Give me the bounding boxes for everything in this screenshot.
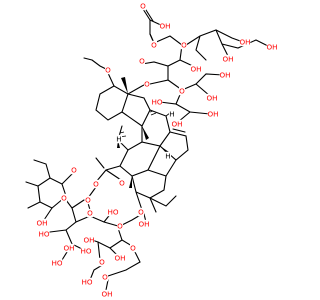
oxygen-atom-label: OH	[219, 71, 230, 80]
oxygen-atom-label: HO	[107, 208, 118, 217]
atom-label-bg	[222, 54, 234, 64]
atom-label-bg	[151, 97, 163, 107]
hydrogen-atom-label: H	[169, 110, 174, 119]
oxygen-atom-label: O	[71, 166, 77, 175]
atom-label-bg	[38, 229, 50, 239]
atom-label-bg	[60, 193, 68, 203]
atom-label-bg	[206, 93, 218, 103]
oxygen-atom-label: HO	[81, 278, 92, 287]
atom-label-bg	[150, 40, 158, 50]
oxygen-atom-label: OH	[138, 220, 149, 229]
oxygen-atom-label: O	[85, 196, 91, 205]
atom-label-bg	[84, 195, 92, 205]
oxygen-atom-label: OH	[83, 236, 94, 245]
atom-label-bg	[80, 246, 92, 256]
atom-label-bg	[139, 1, 147, 11]
atom-label-bg	[36, 218, 48, 228]
oxygen-atom-label: HO	[38, 230, 49, 239]
atom-label-bg	[178, 86, 186, 96]
atom-label-bg	[83, 235, 95, 245]
atom-label-bg	[116, 221, 124, 231]
atom-label-bg	[115, 134, 123, 144]
oxygen-atom-label: OH	[222, 55, 233, 64]
oxygen-atom-label: OH	[206, 94, 217, 103]
oxygen-atom-label: O	[93, 180, 99, 189]
atom-label-bg	[137, 207, 145, 217]
oxygen-atom-label: OH	[266, 43, 277, 52]
atom-label-bg	[138, 219, 150, 229]
hydrogen-atom-label: H	[116, 135, 121, 144]
oxygen-atom-label: O	[151, 41, 157, 50]
atom-label-bg	[63, 243, 75, 253]
atom-label-bg	[101, 289, 113, 299]
oxygen-atom-label: OH	[63, 244, 74, 253]
hydrogen-atom-label: H	[165, 152, 170, 161]
oxygen-atom-label: OH	[114, 254, 125, 263]
atom-label-bg	[51, 258, 63, 268]
atom-label-bg	[266, 42, 278, 52]
oxygen-atom-label: HO	[80, 247, 91, 256]
oxygen-atom-label: OH	[159, 22, 170, 31]
atom-label-bg	[180, 40, 188, 50]
oxygen-atom-label: O	[102, 273, 108, 282]
oxygen-atom-label: O	[61, 194, 67, 203]
atom-label-bg	[219, 70, 231, 80]
oxygen-atom-label: OH	[171, 120, 182, 129]
oxygen-atom-label: O	[99, 258, 105, 267]
oxygen-atom-label: O	[130, 244, 136, 253]
atom-label-bg	[168, 109, 176, 119]
stereo-bonds	[117, 77, 171, 188]
atom-label-bg	[101, 272, 109, 282]
atom-label-bg	[81, 277, 93, 287]
atom-label-bg	[114, 253, 126, 263]
atom-label-bg	[190, 64, 202, 74]
oxygen-atom-label: OH	[207, 110, 218, 119]
atom-label-bg	[143, 79, 151, 89]
oxygen-atom-label: OH	[239, 38, 250, 47]
atom-label-bg	[159, 21, 171, 31]
atom-label-bg	[86, 208, 94, 218]
oxygen-atom-label: HO	[51, 259, 62, 268]
oxygen-atom-label: OH	[36, 219, 47, 228]
oxygen-atom-label: O	[144, 80, 150, 89]
atom-label-bg	[239, 37, 251, 47]
oxygen-atom-label: O	[87, 209, 93, 218]
oxygen-atom-label: O	[181, 41, 187, 50]
atom-label-bg	[129, 243, 137, 253]
oxygen-atom-label: O	[117, 222, 123, 231]
oxygen-atom-label: O	[105, 66, 111, 75]
oxygen-atom-label: O	[138, 208, 144, 217]
oxygen-atom-label: O	[119, 179, 125, 188]
atom-label-bg	[92, 179, 100, 189]
oxygen-atom-label: HO	[151, 98, 162, 107]
atom-label-bg	[138, 56, 146, 66]
atom-label-bg	[70, 165, 78, 175]
atom-label-bg	[164, 151, 172, 161]
atom-label-bg	[207, 109, 219, 119]
atom-label-bg	[171, 119, 183, 129]
oxygen-atom-label: O	[139, 57, 145, 66]
oxygen-atom-label: O	[140, 2, 146, 11]
atom-label-bg	[98, 257, 106, 267]
atom-label-bg	[104, 65, 112, 75]
oxygen-atom-label: OH	[190, 65, 201, 74]
atom-label-bg	[107, 207, 119, 217]
oxygen-atom-label: O	[179, 87, 185, 96]
atom-label-bg	[118, 178, 126, 188]
oxygen-atom-label: OH	[101, 290, 112, 299]
